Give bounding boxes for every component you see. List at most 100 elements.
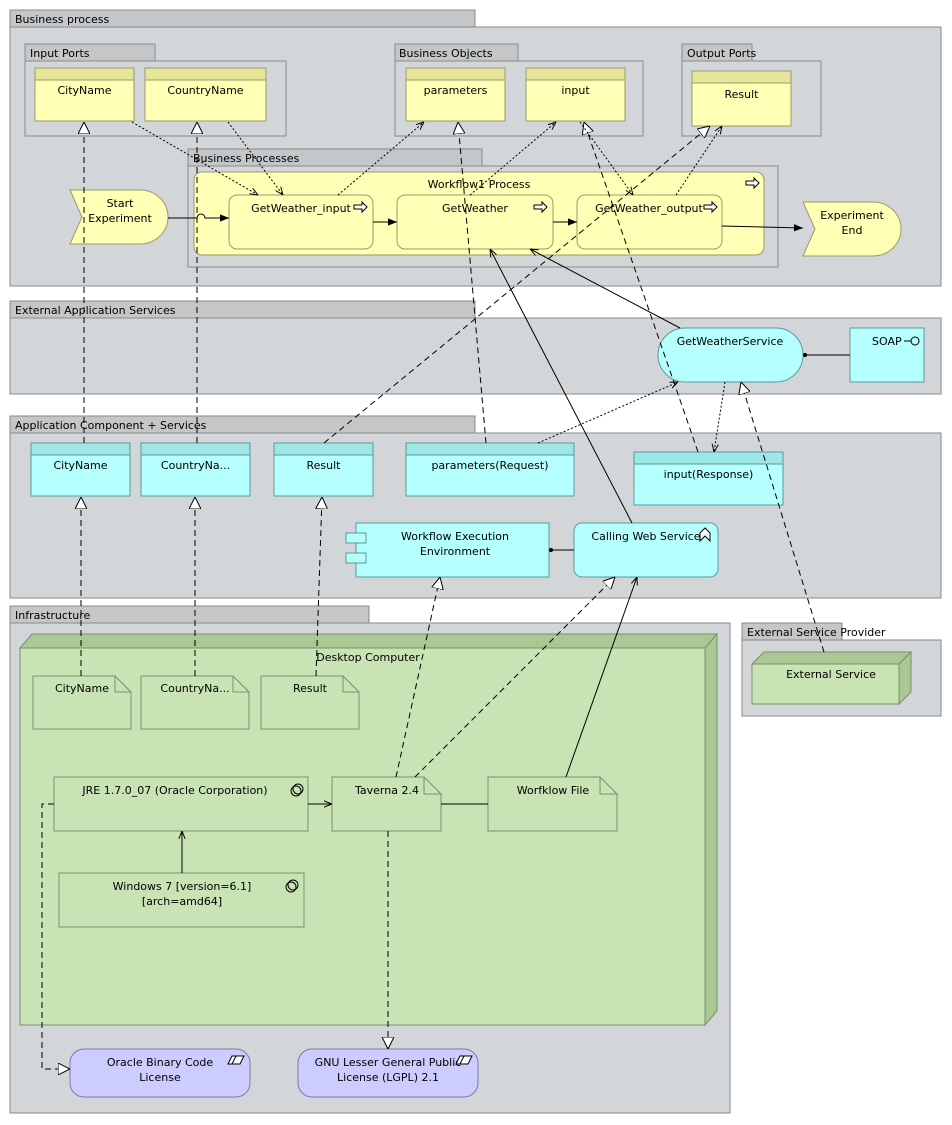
rel-taverna-wee[interactable]: [395, 577, 440, 778]
rel-output-to-end[interactable]: [721, 224, 804, 232]
rel-access-output-result[interactable]: [675, 126, 722, 196]
proc-getweather-output-label: GetWeather_output: [595, 202, 703, 215]
event-start-line2: Experiment: [88, 212, 152, 225]
proc-getweather-input-label: GetWeather_input: [251, 202, 351, 215]
svc-getweatherservice-label: GetWeatherService: [677, 335, 784, 348]
do-countryname[interactable]: CountryNa...: [140, 442, 251, 497]
artifact-cityname[interactable]: CityName: [32, 675, 132, 730]
bo-input[interactable]: input: [525, 67, 626, 122]
rel-inputresp-realizes[interactable]: [584, 122, 699, 453]
interface-icon: [904, 336, 920, 346]
sys-jre-label: JRE 1.7.0_07 (Oracle Corporation): [81, 784, 267, 797]
group-input-ports-label: Input Ports: [30, 47, 90, 60]
system-software-icon: [285, 879, 299, 893]
artifact-taverna-label: Taverna 2.4: [354, 784, 419, 797]
do-input-response[interactable]: input(Response): [633, 451, 784, 506]
event-experiment-end[interactable]: Experiment End: [802, 201, 902, 257]
comp-wee-line2: Environment: [420, 545, 491, 558]
node-external-service-label: External Service: [786, 668, 876, 681]
node-external-service[interactable]: External Service: [750, 650, 913, 706]
node-desktop-computer[interactable]: Desktop Computer: [18, 632, 719, 1027]
process-arrow-icon: [745, 176, 760, 190]
iface-soap-label: SOAP: [872, 335, 902, 348]
sys-windows[interactable]: Windows 7 [version=6.1] [arch=amd64]: [58, 872, 305, 928]
bo-parameters[interactable]: parameters: [405, 67, 506, 122]
process-arrow-icon: [703, 200, 718, 214]
rep-oracle-license[interactable]: Oracle Binary Code License: [69, 1048, 251, 1098]
artifact-workflow-file-label: Worfklow File: [517, 784, 590, 797]
rel-params-realizes[interactable]: [458, 122, 487, 444]
rep-gnu-license[interactable]: GNU Lesser General Public License (LGPL)…: [297, 1048, 479, 1098]
event-start-experiment[interactable]: Start Experiment: [69, 189, 169, 245]
rel-access-output-in[interactable]: [579, 121, 633, 195]
bo-input-label: input: [561, 84, 590, 97]
do-cityname[interactable]: CityName: [30, 442, 131, 497]
group-output-ports-label: Output Ports: [687, 47, 757, 60]
event-start-line1: Start: [107, 197, 135, 210]
rel-access-cityname[interactable]: [131, 121, 258, 195]
comp-wee-line1: Workflow Execution: [401, 530, 509, 543]
group-business-process-label: Business process: [15, 13, 110, 26]
proc-getweather-input[interactable]: GetWeather_input: [228, 194, 374, 250]
rel-workflowfile-calling[interactable]: [565, 577, 637, 778]
rel-calling-serves-getweather[interactable]: [490, 249, 633, 524]
rel-taverna-calling[interactable]: [414, 577, 615, 778]
comp-workflow-execution-env[interactable]: Workflow Execution Environment: [345, 522, 550, 578]
artifact-result-label: Result: [293, 682, 328, 695]
bo-cityname-label: CityName: [57, 84, 111, 97]
rel-access-params-service[interactable]: [537, 382, 678, 444]
bo-countryname[interactable]: CountryName: [144, 67, 267, 122]
group-business-objects-label: Business Objects: [399, 47, 493, 60]
function-icon: [699, 527, 711, 543]
proc-getweather-output[interactable]: GetWeather_output: [576, 194, 723, 250]
do-input-response-label: input(Response): [664, 468, 754, 481]
rep-oracle-line1: Oracle Binary Code: [107, 1056, 214, 1069]
rel-service-serves-getweather[interactable]: [530, 249, 681, 329]
rel-access-params[interactable]: [337, 122, 424, 196]
event-end-line2: End: [842, 224, 863, 237]
do-result-label: Result: [307, 459, 342, 472]
rel-result-realizes[interactable]: [323, 126, 710, 444]
bo-cityname[interactable]: CityName: [34, 67, 135, 122]
group-infrastructure-label: Infrastructure: [15, 609, 91, 622]
rel-extservice-realizes[interactable]: [741, 382, 825, 653]
bo-result-label: Result: [725, 88, 760, 101]
sys-windows-line1: Windows 7 [version=6.1]: [113, 880, 252, 893]
group-external-app-services-label: External Application Services: [15, 304, 176, 317]
iface-soap[interactable]: SOAP: [849, 327, 925, 383]
artifact-taverna[interactable]: Taverna 2.4: [331, 776, 442, 832]
artifact-workflow-file[interactable]: Worfklow File: [487, 776, 618, 832]
node-desktop-computer-label: Desktop Computer: [316, 651, 420, 664]
rel-access-countryname[interactable]: [227, 121, 283, 195]
fn-calling-web-service-label: Calling Web Service: [591, 530, 700, 543]
group-app-component-services-label: Application Component + Services: [15, 419, 207, 432]
do-cityname-label: CityName: [53, 459, 107, 472]
sys-jre[interactable]: JRE 1.7.0_07 (Oracle Corporation): [53, 776, 309, 832]
group-external-service-provider-label: External Service Provider: [747, 626, 886, 639]
sys-windows-line2: [arch=amd64]: [142, 895, 222, 908]
bo-parameters-label: parameters: [424, 84, 488, 97]
event-end-line1: Experiment: [820, 209, 884, 222]
svc-getweatherservice[interactable]: GetWeatherService: [657, 327, 804, 383]
do-parameters-request-label: parameters(Request): [431, 459, 548, 472]
do-result[interactable]: Result: [273, 442, 374, 497]
relationships: [41, 121, 850, 1069]
do-parameters-request[interactable]: parameters(Request): [405, 442, 575, 497]
artifact-result[interactable]: Result: [260, 675, 360, 730]
rel-jre-oracle[interactable]: [41, 803, 70, 1069]
rep-oracle-line2: License: [139, 1071, 181, 1084]
proc-getweather-label: GetWeather: [442, 202, 508, 215]
bo-countryname-label: CountryName: [167, 84, 243, 97]
proc-getweather[interactable]: GetWeather: [396, 194, 554, 250]
rep-gnu-line2: License (LGPL) 2.1: [337, 1071, 439, 1084]
artifact-countryname[interactable]: CountryNa...: [140, 675, 250, 730]
do-countryname-label: CountryNa...: [161, 459, 230, 472]
bo-result[interactable]: Result: [691, 70, 792, 127]
fn-calling-web-service[interactable]: Calling Web Service: [573, 522, 719, 578]
process-arrow-icon: [353, 200, 368, 214]
artifact-countryname-label: CountryNa...: [160, 682, 229, 695]
workflow-process-label: Workflow1 Process: [428, 178, 531, 191]
representation-icon: [227, 1055, 245, 1065]
rel-access-input[interactable]: [469, 122, 556, 196]
